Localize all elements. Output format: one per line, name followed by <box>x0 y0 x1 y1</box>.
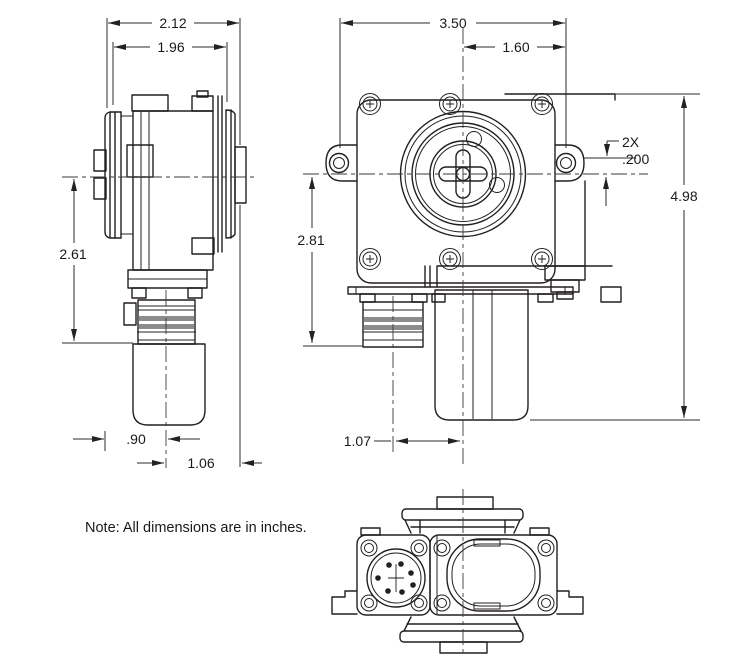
dim-label-side-overall-width: 2.12 <box>159 15 186 31</box>
front-bottom-flange <box>347 286 622 303</box>
dim-label-side-center-to-right: 1.06 <box>187 455 214 471</box>
dim-side-ferrule-width: 1.96 <box>112 39 228 105</box>
front-right-plate <box>424 180 613 288</box>
dim-ear-offset: 2X .200 <box>584 134 649 206</box>
bottom-obround-port <box>446 538 541 612</box>
drawing-note: Note: All dimensions are in inches. <box>85 520 307 536</box>
front-cylinder <box>434 289 529 421</box>
side-view <box>62 90 258 468</box>
front-left-ear <box>325 144 358 182</box>
front-right-lower-tabs <box>544 265 586 300</box>
dim-label-front-center-to-right-ear: 1.60 <box>502 39 529 55</box>
dim-label-ear-offset-count: 2X <box>622 134 640 150</box>
dim-label-ear-offset: .200 <box>622 151 649 167</box>
dim-label-side-ferrule-width: 1.96 <box>157 39 184 55</box>
side-view-body <box>123 90 214 326</box>
dim-front-center-to-bottom: 2.81 <box>297 177 363 347</box>
dim-label-connector-center-offset: 1.07 <box>344 433 371 449</box>
bottom-top-clamp <box>401 496 524 534</box>
dim-side-center-to-left: .90 <box>73 431 200 451</box>
groove-band <box>139 324 194 329</box>
dim-front-overall-height: 4.98 <box>530 93 700 421</box>
dim-front-ear-span: 3.50 <box>339 15 567 148</box>
front-view <box>303 28 648 468</box>
front-screws <box>359 93 553 270</box>
side-right-ferrule <box>191 95 247 255</box>
side-cylinder <box>132 343 206 426</box>
dial-hole-lower <box>489 177 505 193</box>
bottom-view <box>331 489 584 655</box>
side-bottom-flange <box>127 269 208 299</box>
dim-connector-center-offset: 1.07 <box>344 433 460 449</box>
dim-label-side-body-height: 2.61 <box>59 246 86 262</box>
bottom-right-flange <box>429 534 558 616</box>
dim-label-front-overall-height: 4.98 <box>670 188 697 204</box>
side-connector <box>137 299 196 345</box>
side-left-ferrule <box>93 111 133 239</box>
bottom-circular-connector <box>366 548 426 608</box>
front-right-ear <box>554 144 585 182</box>
dim-label-front-ear-span: 3.50 <box>439 15 466 31</box>
dim-side-overall-width: 2.12 <box>106 15 241 467</box>
groove-band <box>139 316 194 321</box>
bottom-bottom-clamp <box>399 616 524 654</box>
dim-side-body-height: 2.61 <box>59 179 133 344</box>
bottom-ears <box>331 527 584 615</box>
dial-hole-upper <box>466 131 482 147</box>
bottom-flange-holes <box>360 539 555 612</box>
front-top-step <box>504 93 616 101</box>
dim-label-side-center-to-left: .90 <box>126 431 146 447</box>
dim-side-center-to-right: 1.06 <box>137 455 262 471</box>
connector-pins <box>375 561 416 595</box>
dim-front-center-to-right-ear: 1.60 <box>464 39 565 55</box>
dim-label-front-center-to-bottom: 2.81 <box>297 232 324 248</box>
